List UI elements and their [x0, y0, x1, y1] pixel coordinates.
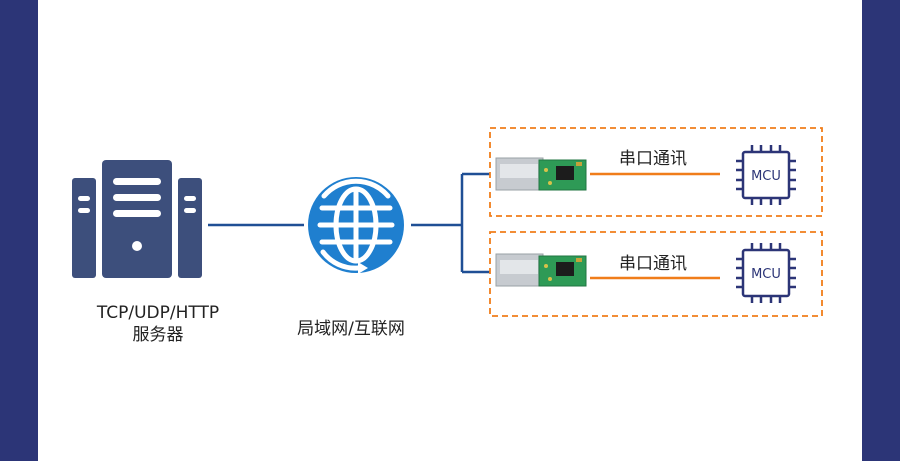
network-diagram: MCU MCU	[72, 127, 823, 317]
server-label-title: 服务器	[132, 325, 184, 345]
mcu-chip-icon-2	[736, 243, 796, 303]
server-label-protocols: TCP/UDP/HTTP	[96, 303, 220, 323]
diagram-canvas: MCU MCU TCP/	[38, 0, 862, 461]
mcu-label-2: MCU	[751, 267, 781, 282]
serial-link-label-1: 串口通讯	[619, 149, 687, 169]
device-frame-1	[489, 127, 823, 217]
server-icon	[72, 160, 202, 278]
network-branch	[411, 172, 490, 274]
globe-icon	[308, 177, 404, 274]
device-group-2: MCU	[489, 231, 823, 317]
server-label: TCP/UDP/HTTP 服务器	[58, 302, 258, 346]
ethernet-module-2	[495, 253, 587, 287]
mcu-chip-icon-1	[736, 145, 796, 205]
serial-link-label-2: 串口通讯	[619, 254, 687, 274]
mcu-label-1: MCU	[751, 169, 781, 184]
network-label: 局域网/互联网	[297, 319, 405, 339]
ethernet-module-1	[495, 157, 587, 191]
device-group-1: MCU	[489, 127, 823, 217]
device-frame-2	[489, 231, 823, 317]
